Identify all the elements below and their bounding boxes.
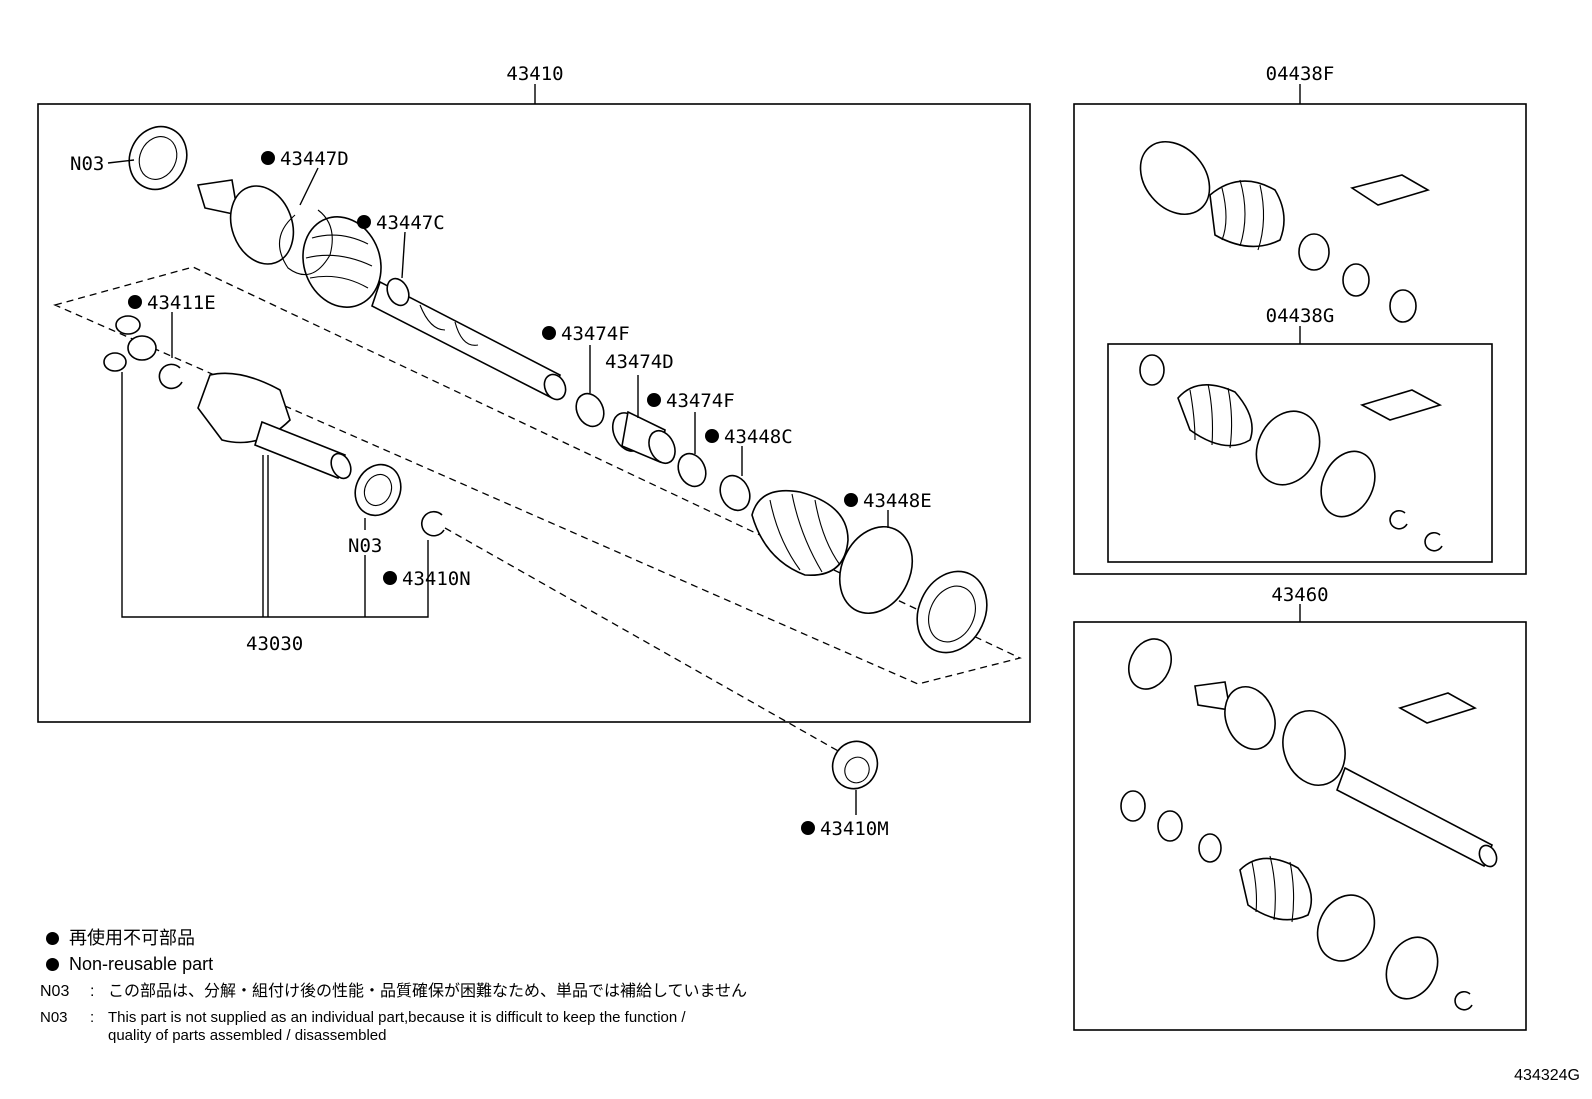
kit-g-clamp-large[interactable] <box>1311 443 1385 526</box>
n03-note-ja-text: この部品は、分解・組付け後の性能・品質確保が困難なため、単品では補給していません <box>108 983 748 1000</box>
p43474D-label[interactable]: 43474D <box>605 351 674 373</box>
n03-top-label[interactable]: N03 <box>70 153 104 175</box>
p43448E-label[interactable]: 43448E <box>863 490 932 512</box>
assembly-43460-label[interactable]: 43460 <box>1271 584 1328 606</box>
boot-clamp-43447C[interactable] <box>383 275 413 309</box>
asm-ring-b[interactable] <box>1157 810 1183 842</box>
kit-f-ring-a[interactable] <box>1342 263 1370 297</box>
n03-note-en-colon: : <box>90 1009 95 1026</box>
asm-grease-pack[interactable] <box>1397 692 1478 724</box>
boot-clamp-43448E[interactable] <box>826 515 926 625</box>
kit-04438F-group: 04438F 04438G <box>1073 63 1527 575</box>
kit-g-inboard-boot[interactable] <box>1177 383 1253 449</box>
inboard-outer-race[interactable] <box>904 560 999 664</box>
p43447C-label[interactable]: 43447C <box>376 212 445 234</box>
kit-g-outer-race[interactable] <box>1245 401 1331 495</box>
asm-clamp-small[interactable] <box>1198 833 1222 863</box>
kit-g-snap-ring-b[interactable] <box>1424 532 1443 552</box>
oil-seal-n03-top[interactable] <box>119 117 197 199</box>
kit-f-ring-b[interactable] <box>1389 289 1417 323</box>
legend-non-reusable-ja: 再使用不可部品 <box>40 925 860 951</box>
illustration-code: 434324G <box>1514 1067 1580 1084</box>
legend: 再使用不可部品 Non-reusable part N03 : この部品は、分解… <box>40 925 860 1045</box>
p43447D-label[interactable]: 43447D <box>280 148 349 170</box>
asm-inboard-boot[interactable] <box>1239 855 1313 923</box>
kit-f-clamp-large[interactable] <box>1126 128 1223 228</box>
outboard-joint-shaft[interactable] <box>196 177 570 403</box>
n03-note-en-line1: This part is not supplied as an individu… <box>108 1009 686 1026</box>
oil-seal-n03-mid[interactable] <box>347 457 409 523</box>
boot-clamp-43474F-b[interactable] <box>673 449 711 491</box>
inboard-joint-subassembly-outline <box>53 266 1022 685</box>
asm-snap-ring[interactable] <box>1454 991 1473 1011</box>
p43474F-b-label[interactable]: 43474F <box>666 390 735 412</box>
kit-f-clamp-small[interactable] <box>1298 233 1330 271</box>
kit-04438F-label[interactable]: 04438F <box>1266 63 1335 85</box>
n03-note-en: N03 : This part is not supplied as an in… <box>40 1009 860 1045</box>
kit-f-outboard-boot[interactable] <box>1209 179 1285 251</box>
assembly-43410-frame <box>37 103 1031 723</box>
asm-oil-seal[interactable] <box>1121 632 1179 696</box>
snap-ring-43410N[interactable] <box>420 510 445 537</box>
boot-clamp-43448C[interactable] <box>715 471 756 515</box>
asm-drive-shaft[interactable] <box>1194 680 1500 870</box>
n03-note-en-line2: quality of parts assembled / disassemble… <box>108 1027 387 1044</box>
tripod-joint[interactable] <box>103 315 157 372</box>
inboard-joint-tulip[interactable] <box>197 372 355 481</box>
boot-clamp-43447D[interactable] <box>278 209 333 276</box>
non-reusable-dot-icon <box>46 957 59 971</box>
legend-non-reusable-ja-text: 再使用不可部品 <box>69 928 195 948</box>
n03-note-ja: N03 : この部品は、分解・組付け後の性能・品質確保が困難なため、単品では補給… <box>40 983 860 1001</box>
legend-non-reusable-en-text: Non-reusable part <box>69 954 214 974</box>
p43411E-label[interactable]: 43411E <box>147 292 216 314</box>
p43030-label[interactable]: 43030 <box>246 633 303 655</box>
kit-g-snap-ring-a[interactable] <box>1389 510 1408 530</box>
p43448C-label[interactable]: 43448C <box>724 426 793 448</box>
p43474F-a-label[interactable]: 43474F <box>561 323 630 345</box>
assembly-43460-group: 43460 <box>1073 584 1527 1031</box>
n03-note-ja-colon: : <box>90 983 95 1000</box>
inboard-boot[interactable] <box>751 489 849 576</box>
n03-mid-label[interactable]: N03 <box>348 535 382 557</box>
kit-04438G-label[interactable]: 04438G <box>1266 305 1335 327</box>
assembly-43410-group: 43410 N03 43447D 43447C <box>37 63 1031 723</box>
kit-f-grease-pack[interactable] <box>1350 174 1431 206</box>
asm-clamp-large[interactable] <box>1377 929 1448 1007</box>
kit-g-clamp-small[interactable] <box>1139 354 1165 386</box>
non-reusable-dot-icon <box>46 931 59 945</box>
p43410N-label[interactable]: 43410N <box>402 568 471 590</box>
snap-ring-43411E[interactable] <box>158 363 183 390</box>
kit-g-grease-pack[interactable] <box>1359 389 1443 421</box>
asm-outer-race[interactable] <box>1307 886 1385 970</box>
n03-note-ja-code: N03 <box>40 983 70 1000</box>
n03-note-en-code: N03 <box>40 1009 68 1026</box>
assembly-43410-label[interactable]: 43410 <box>506 63 563 85</box>
boot-clamp-43474F-a[interactable] <box>571 389 609 431</box>
legend-non-reusable-en: Non-reusable part <box>40 951 860 977</box>
dust-seal-43410M[interactable] <box>825 734 885 796</box>
asm-ring-a[interactable] <box>1120 790 1146 822</box>
dynamic-damper-43474D[interactable] <box>607 408 680 468</box>
p43410M-label[interactable]: 43410M <box>820 818 889 840</box>
